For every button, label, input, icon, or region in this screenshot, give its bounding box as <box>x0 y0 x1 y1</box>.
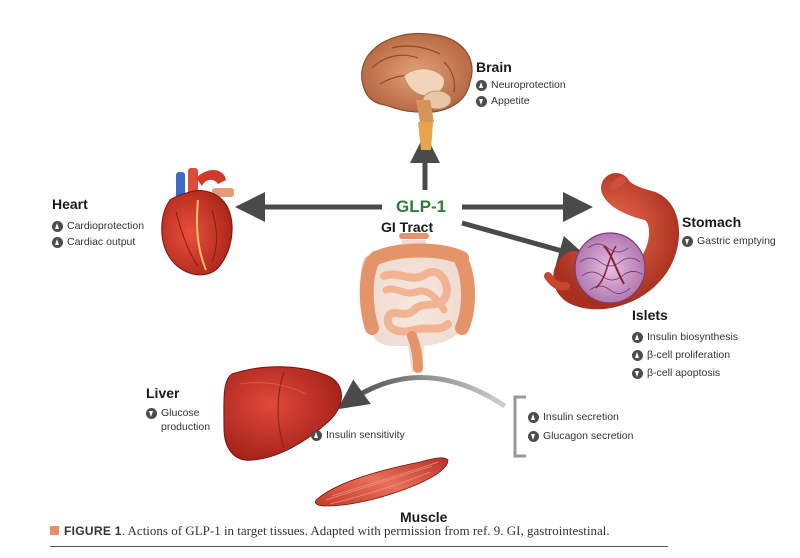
pancreas-effect-insulin-secretion: Insulin secretion <box>528 411 619 424</box>
brain-effect-appetite: Appetite <box>476 95 530 108</box>
down-arrow-icon <box>476 96 487 107</box>
figure-caption: FIGURE 1. Actions of GLP-1 in target tis… <box>50 523 690 539</box>
caption-text: . Actions of GLP-1 in target tissues. Ad… <box>121 523 610 538</box>
effect-text: Insulin biosynthesis <box>647 331 739 343</box>
islets-effect-insulin-biosynthesis: Insulin biosynthesis <box>632 331 738 344</box>
figure-label: FIGURE 1 <box>64 524 122 538</box>
brain-title: Brain <box>476 59 512 75</box>
stomach-title: Stomach <box>682 214 742 230</box>
effect-text: Gastric emptying <box>697 235 776 247</box>
brain-effect-neuroprotection: Neuroprotection <box>476 79 566 92</box>
up-arrow-icon <box>528 412 539 423</box>
liver-effect-glucose-production-line2: production <box>161 421 210 434</box>
bracket-pancreas-output <box>513 395 526 458</box>
arrow-to-liver <box>337 375 507 410</box>
brain-illustration <box>361 32 473 150</box>
effect-text: β-cell apoptosis <box>647 367 721 379</box>
effect-text: Neuroprotection <box>491 79 566 91</box>
effect-text: Glucose <box>161 407 200 419</box>
down-arrow-icon <box>682 236 693 247</box>
down-arrow-icon <box>632 368 643 379</box>
up-arrow-icon <box>632 332 643 343</box>
arrows <box>234 132 594 458</box>
caption-divider <box>50 546 668 547</box>
liver-illustration <box>223 366 342 461</box>
liver-effect-glucose-production: Glucose <box>146 407 200 420</box>
arrow-to-islets <box>461 220 589 265</box>
effect-text: Cardiac output <box>67 236 136 248</box>
effect-text: Appetite <box>491 95 530 107</box>
heart-effect-cardioprotection: Cardioprotection <box>52 220 144 233</box>
islets-effect-beta-cell-apoptosis: β-cell apoptosis <box>632 367 720 380</box>
gi-tract-illustration <box>359 233 475 373</box>
glp1-label: GLP-1 <box>396 197 447 216</box>
effect-text: Glucagon secretion <box>543 430 634 442</box>
stomach-effect-gastric-emptying: Gastric emptying <box>682 235 776 248</box>
up-arrow-icon <box>632 350 643 361</box>
gi-tract-label: GI Tract <box>381 219 434 235</box>
effect-text: production <box>161 421 211 433</box>
islets-effect-beta-cell-proliferation: β-cell proliferation <box>632 349 730 362</box>
islets-title: Islets <box>632 307 668 323</box>
up-arrow-icon <box>52 221 63 232</box>
effect-text: Insulin secretion <box>543 411 619 423</box>
heart-illustration <box>161 168 234 276</box>
up-arrow-icon <box>476 80 487 91</box>
stomach-illustration <box>544 173 679 310</box>
up-arrow-icon <box>311 430 322 441</box>
muscle-illustration <box>315 457 449 507</box>
down-arrow-icon <box>146 408 157 419</box>
effect-text: β-cell proliferation <box>647 349 731 361</box>
caption-accent-square <box>50 526 59 535</box>
heart-effect-cardiac-output: Cardiac output <box>52 236 135 249</box>
liver-title: Liver <box>146 385 180 401</box>
muscle-effect-insulin-sensitivity: Insulin sensitivity <box>311 429 405 442</box>
islets-illustration <box>574 232 646 304</box>
effect-text: Insulin sensitivity <box>326 429 405 441</box>
effect-text: Cardioprotection <box>67 220 145 232</box>
down-arrow-icon <box>528 431 539 442</box>
heart-title: Heart <box>52 196 88 212</box>
pancreas-effect-glucagon-secretion: Glucagon secretion <box>528 430 633 443</box>
up-arrow-icon <box>52 237 63 248</box>
muscle-title: Muscle <box>400 509 448 525</box>
